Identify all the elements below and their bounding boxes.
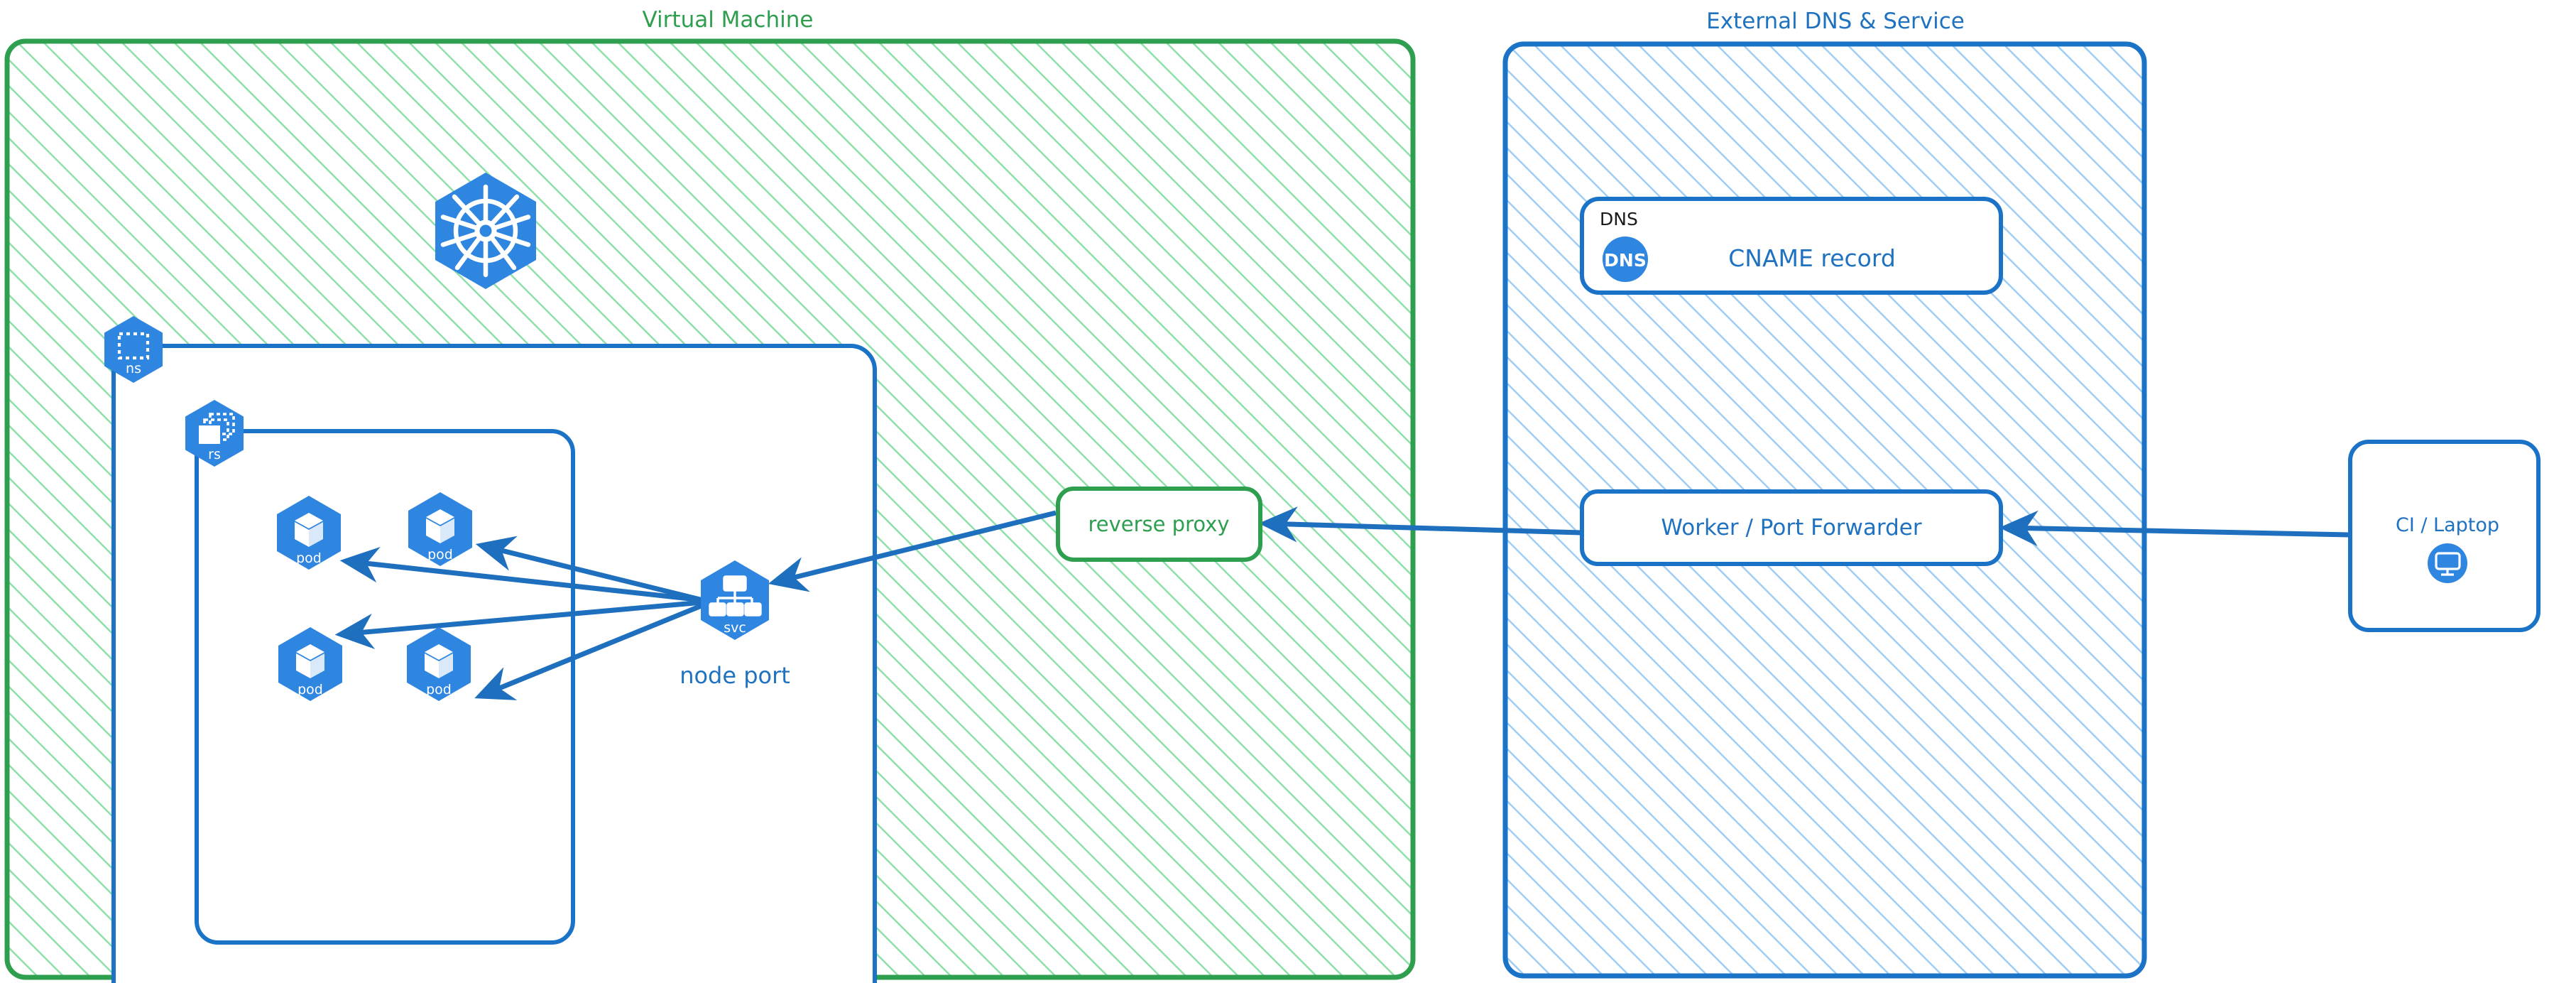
kubernetes-logo-icon xyxy=(435,173,536,289)
reverse-proxy-rect xyxy=(1056,487,1262,562)
service-icon: svc xyxy=(701,560,769,640)
worker-port-forwarder-box[interactable]: Worker / Port Forwarder xyxy=(1580,489,2003,566)
arrow-svc-to-pod-2 xyxy=(475,536,704,603)
desktop-monitor-icon xyxy=(2428,543,2467,583)
dns-corner-label: DNS xyxy=(1600,209,1638,229)
virtual-machine-title: Virtual Machine xyxy=(643,7,814,33)
pod-label: pod xyxy=(298,682,323,697)
namespace-label: ns xyxy=(126,361,141,376)
arrow-worker-to-reverse-proxy xyxy=(1258,506,1583,543)
dns-badge-icon: DNS xyxy=(1603,237,1648,282)
pod-icon: pod xyxy=(408,492,472,566)
reverse-proxy-box[interactable]: reverse proxy xyxy=(1056,487,1262,562)
arrow-reverse-proxy-to-service xyxy=(768,510,1057,592)
ci-laptop-rect xyxy=(2348,440,2540,632)
ci-laptop-box[interactable]: CI / Laptop xyxy=(2348,440,2540,632)
replicaset-label: rs xyxy=(208,447,221,462)
cname-record-label: CNAME record xyxy=(1728,244,1896,272)
service-label: svc xyxy=(724,620,746,636)
cname-record-box[interactable]: DNS DNS CNAME record xyxy=(1580,197,2003,295)
worker-port-forwarder-rect xyxy=(1580,489,2003,566)
dns-badge-label: DNS xyxy=(1604,250,1647,271)
pod-icon: pod xyxy=(278,627,342,701)
arrow-ci-laptop-to-worker xyxy=(1999,510,2351,547)
pod-icon: pod xyxy=(407,627,471,701)
replicaset-icon: rs xyxy=(185,400,244,467)
arrow-svc-to-pod-1 xyxy=(339,546,704,603)
cname-record-rect xyxy=(1580,197,2003,295)
pod-icon: pod xyxy=(277,496,341,570)
arrow-svc-to-pod-3 xyxy=(334,599,704,650)
node-port-caption: node port xyxy=(680,662,790,689)
external-dns-service-title: External DNS & Service xyxy=(1706,9,1965,34)
pod-label: pod xyxy=(296,550,322,566)
pod-label: pod xyxy=(426,682,452,697)
namespace-icon: ns xyxy=(104,316,163,383)
arrow-group-service-to-pods xyxy=(334,536,704,700)
arrow-svc-to-pod-4 xyxy=(474,602,704,700)
pod-label: pod xyxy=(427,547,453,563)
reverse-proxy-label: reverse proxy xyxy=(1088,512,1229,536)
replicaset-box[interactable] xyxy=(195,429,575,945)
worker-port-forwarder-label: Worker / Port Forwarder xyxy=(1661,515,1921,541)
ci-laptop-label: CI / Laptop xyxy=(2396,514,2499,536)
